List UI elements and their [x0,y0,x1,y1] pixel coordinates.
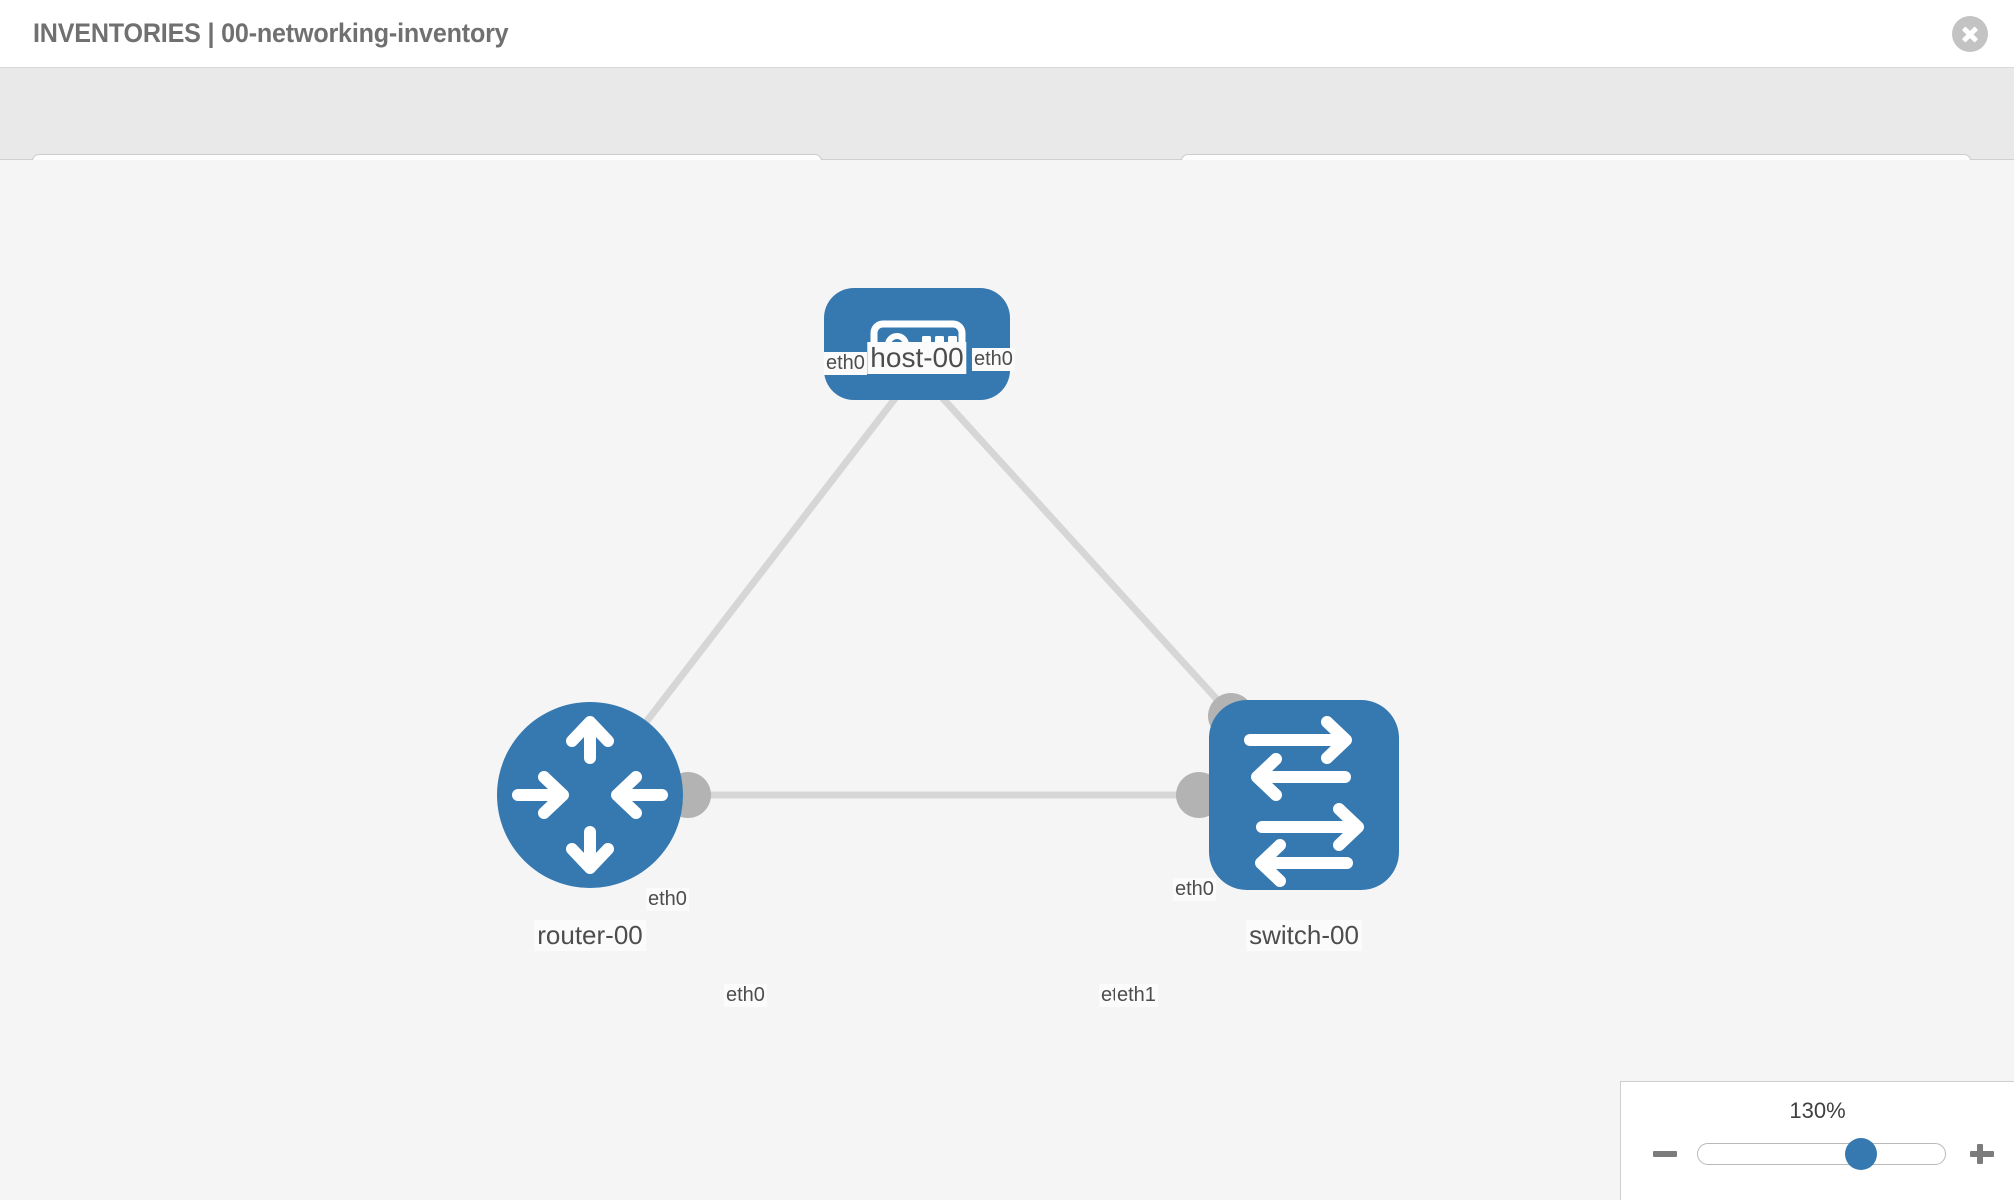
iface-label-router-right: eth0 [724,984,767,1007]
node-label-host: host-00 [867,342,967,374]
topology-canvas[interactable]: host-00 router-00 switch-00 eth0 eth0 et… [0,160,2014,1200]
zoom-level-label: 130% [1789,1098,1846,1123]
zoom-control-panel: 130% [1620,1081,2014,1200]
close-icon[interactable] [1952,16,1988,52]
zoom-in-button[interactable] [1968,1140,1996,1168]
zoom-slider-track[interactable] [1697,1138,1946,1170]
node-label-router: router-00 [534,920,646,951]
zoom-slider-row [1621,1134,2014,1174]
topology-graph [497,288,1399,890]
page-header: INVENTORIES | 00-networking-inventory [0,0,2014,68]
iface-label-host-right: eth0 [972,348,1015,371]
toolbar: ACTIONS SEARCH [0,68,2014,206]
zoom-out-button[interactable] [1651,1140,1679,1168]
links-layer [587,367,1307,799]
iface-label-host-left: eth0 [824,352,867,375]
zoom-slider-thumb[interactable] [1845,1138,1878,1170]
iface-label-switch-left: eth1 [1115,984,1158,1007]
four-arrows-inward-icon [512,716,668,874]
node-label-switch: switch-00 [1246,920,1362,951]
page-title: INVENTORIES | 00-networking-inventory [33,18,509,48]
iface-label-switch-up: eth0 [1173,878,1216,901]
node-switch-00 [1209,700,1399,890]
iface-label-router-up: eth0 [646,888,689,911]
bidirectional-arrows-icon [1244,716,1364,887]
ports-layer [665,335,1254,818]
node-router-00 [497,702,683,888]
